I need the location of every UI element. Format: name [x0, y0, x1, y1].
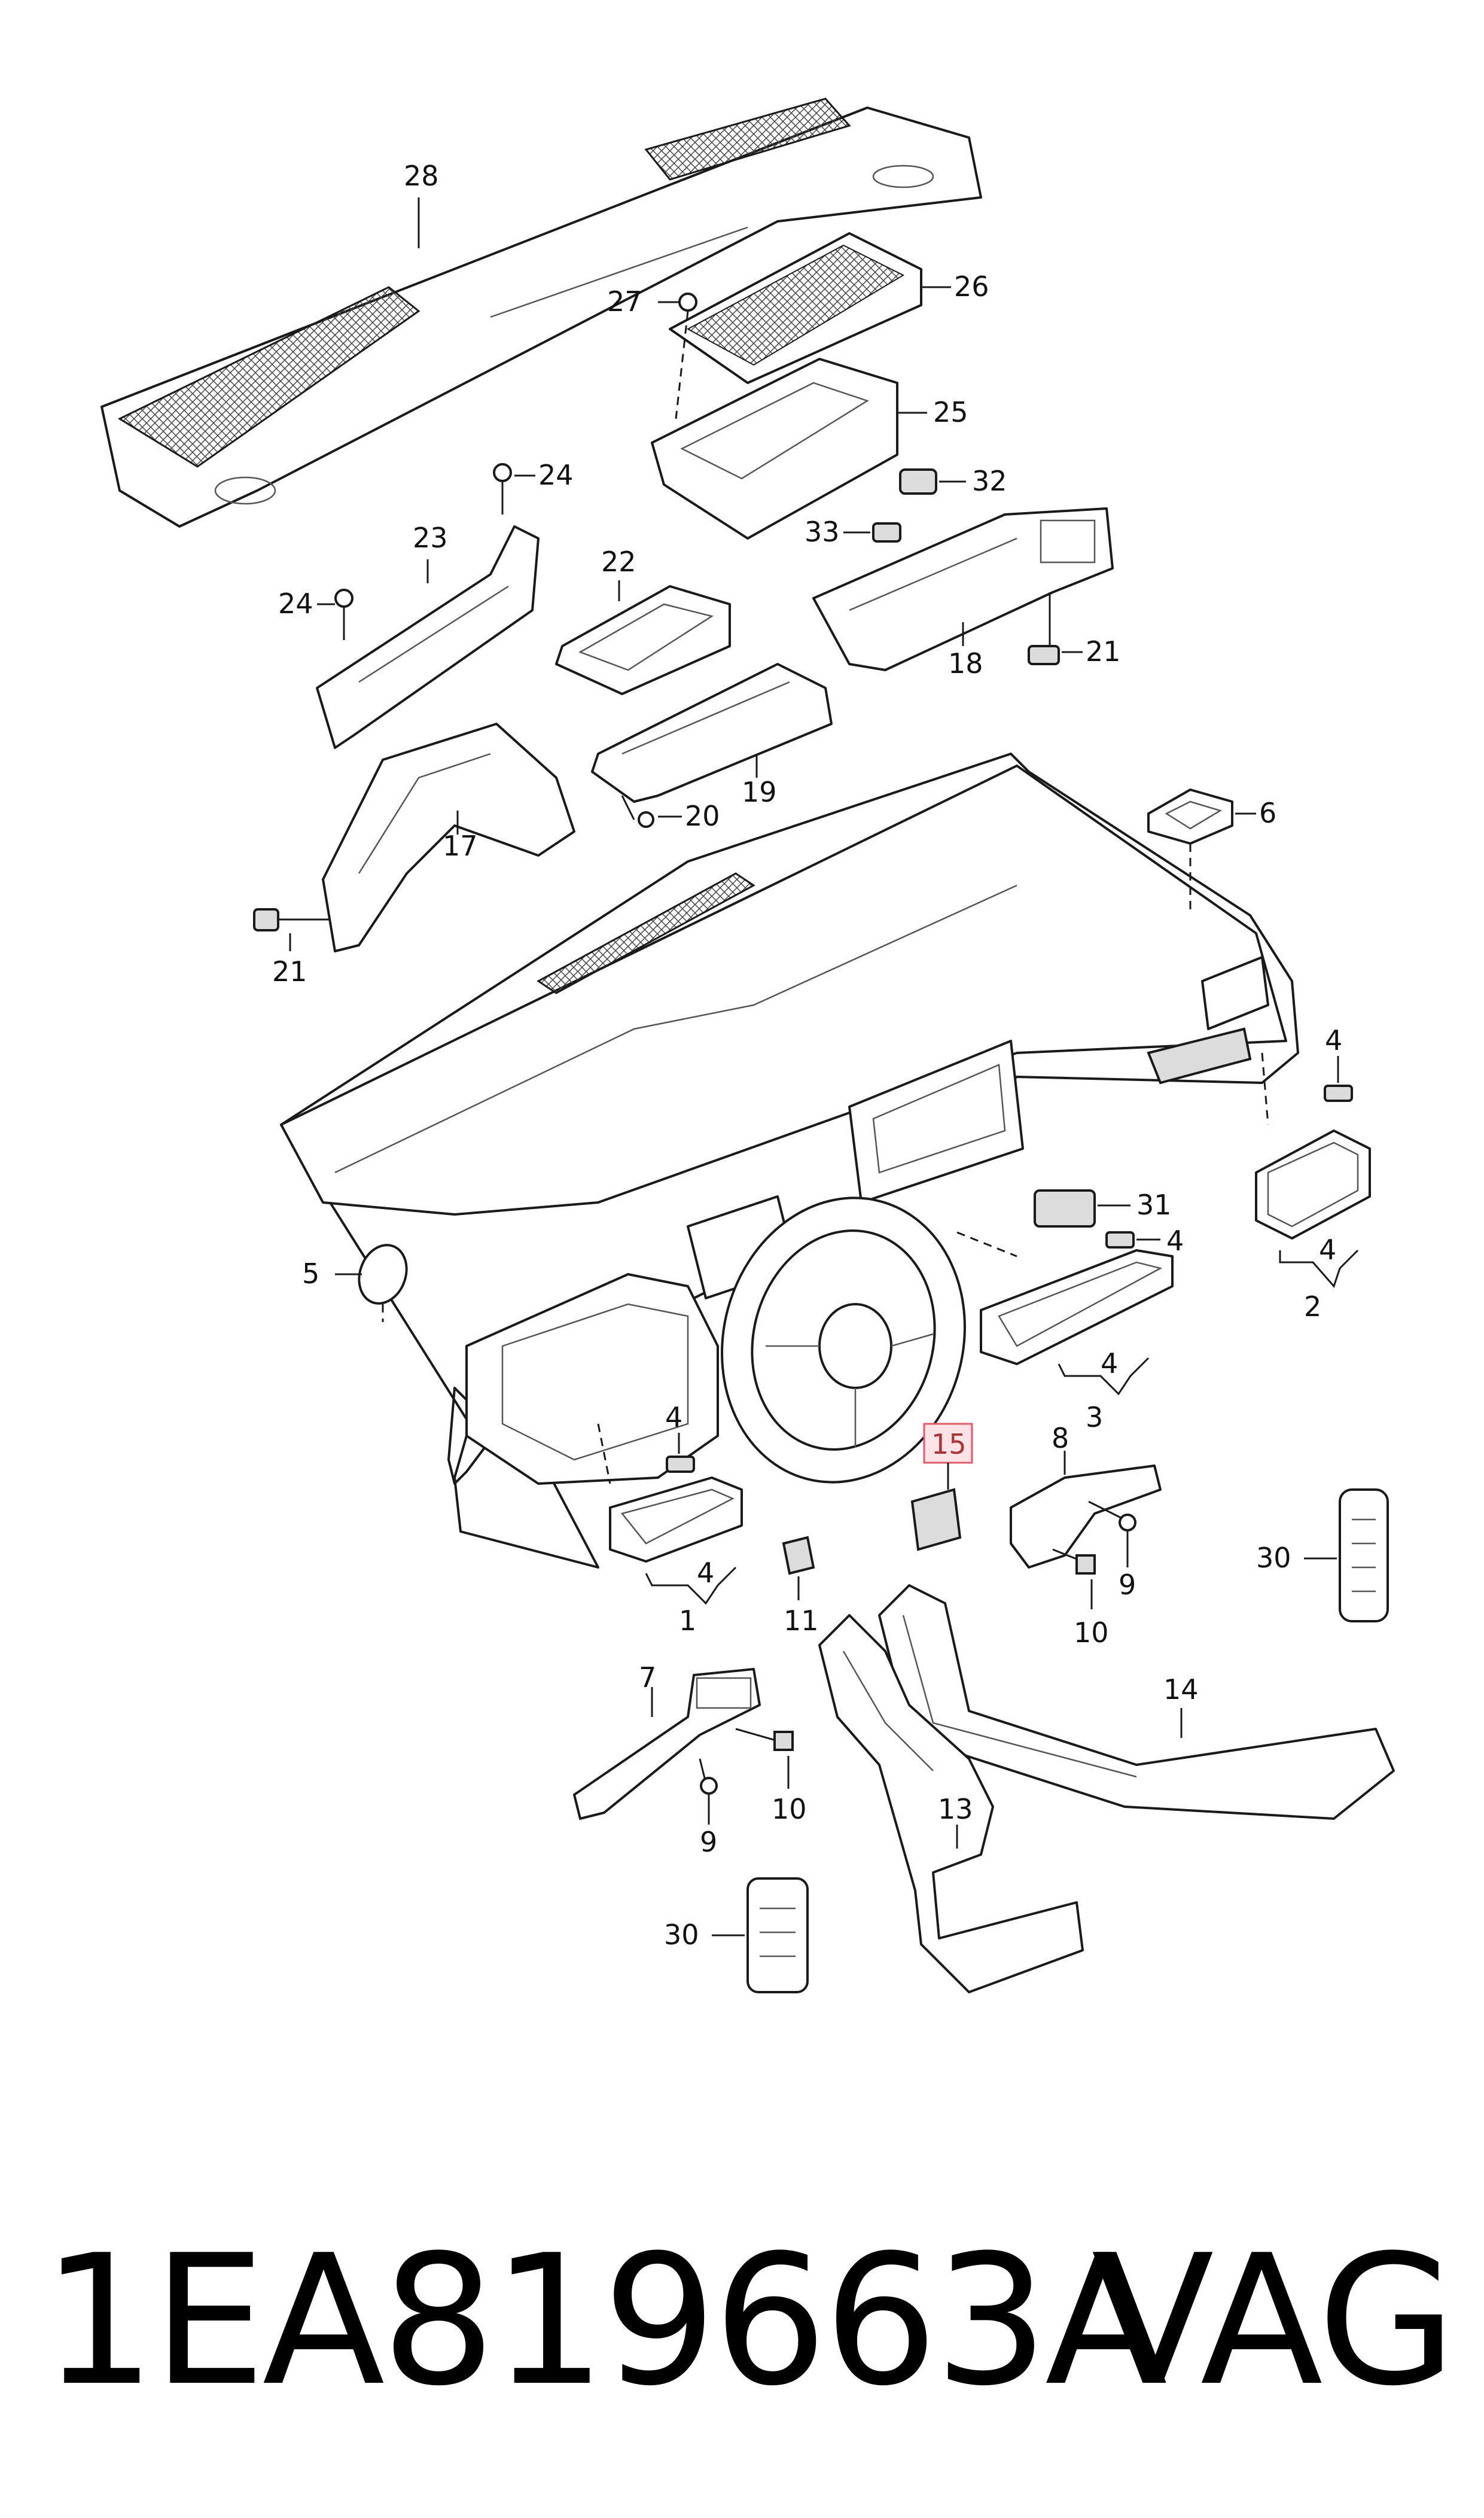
callout-10a: 10 [1074, 1616, 1109, 1649]
callout-15-box [923, 1423, 973, 1464]
callout-8: 8 [1052, 1422, 1069, 1454]
duct-18 [812, 507, 1114, 671]
vent-30a [1339, 1488, 1389, 1622]
callout-26: 26 [954, 270, 989, 303]
duct-23 [316, 525, 540, 749]
screw-9a [1088, 1500, 1136, 1531]
duct-17 [322, 723, 575, 952]
screw-24b [334, 589, 354, 640]
brand-name: VAG [1091, 2216, 1456, 2425]
vent-2 [1255, 1129, 1371, 1240]
vent-6 [1147, 788, 1233, 845]
sensor-21b [253, 908, 335, 931]
plenum-panel [100, 98, 982, 528]
callout-4a: 4 [1325, 1024, 1342, 1056]
callout-13: 13 [938, 1793, 973, 1825]
callout-31: 31 [1136, 1189, 1172, 1221]
callout-2: 2 [1304, 1290, 1321, 1323]
screw-10b [735, 1728, 794, 1751]
callout-32: 32 [972, 465, 1007, 497]
steering-wheel [721, 1196, 966, 1484]
callout-9a: 9 [1119, 1569, 1136, 1601]
vent-1 [609, 1476, 743, 1563]
nut-27 [678, 293, 697, 312]
clip-33 [872, 522, 901, 543]
callout-28: 28 [404, 160, 439, 192]
callout-23: 23 [413, 522, 448, 554]
callout-27: 27 [607, 285, 642, 318]
callout-33: 33 [805, 516, 840, 548]
screw-9b [699, 1758, 718, 1795]
callout-1: 1 [679, 1604, 696, 1637]
callout-18: 18 [948, 647, 983, 680]
duct-19 [591, 663, 833, 803]
grille-26 [669, 232, 922, 384]
vent-22 [555, 585, 731, 695]
clip-11 [782, 1536, 815, 1575]
callout-17: 17 [443, 830, 478, 862]
callout-11: 11 [784, 1604, 819, 1637]
screw-24a [493, 463, 512, 514]
callout-25: 25 [933, 396, 968, 428]
callout-14: 14 [1163, 1673, 1199, 1706]
module-31 [1034, 1189, 1096, 1228]
part-15 [910, 1488, 962, 1551]
callout-5: 5 [302, 1258, 319, 1290]
callout-6: 6 [1259, 797, 1276, 829]
clip-4a [1324, 1085, 1353, 1102]
callout-4c: 4 [1166, 1225, 1184, 1257]
clip-4c [1105, 1231, 1135, 1249]
callout-4d: 4 [1101, 1347, 1118, 1380]
clip-32 [899, 468, 937, 495]
callout-4f: 4 [697, 1557, 714, 1589]
bracket-8 [1010, 1464, 1162, 1569]
housing-25 [651, 358, 898, 540]
parts-diagram: 28 26 27 25 24 24 32 33 23 22 [100, 98, 1395, 1993]
duct-13 [818, 1614, 1084, 1993]
callout-30a: 30 [1256, 1542, 1291, 1574]
callout-21b: 21 [272, 955, 307, 988]
duct-7 [573, 1668, 761, 1820]
callout-3: 3 [1086, 1401, 1103, 1433]
callout-15: 15 [931, 1428, 967, 1460]
callout-4e: 4 [665, 1401, 682, 1433]
clip-4e [666, 1456, 695, 1473]
callout-24a: 24 [538, 459, 574, 491]
callout-9b: 9 [700, 1826, 717, 1858]
dashboard [280, 753, 1299, 1569]
callout-7: 7 [639, 1661, 656, 1694]
callout-21a: 21 [1086, 635, 1121, 668]
vent-3 [980, 1249, 1174, 1365]
callout-10b: 10 [772, 1793, 807, 1825]
callout-20: 20 [685, 800, 720, 832]
callout-4b: 4 [1319, 1234, 1336, 1266]
vent-30b [746, 1877, 809, 1993]
vent-5 [358, 1244, 408, 1305]
callout-30b: 30 [664, 1919, 699, 1951]
callout-19: 19 [742, 776, 777, 808]
callout-22: 22 [601, 546, 636, 578]
screw-10a [1052, 1548, 1096, 1575]
callout-24b: 24 [278, 587, 313, 620]
sensor-21a [1028, 592, 1060, 665]
part-number: 1EA819663A [42, 2216, 1168, 2425]
clip-20 [621, 795, 654, 828]
